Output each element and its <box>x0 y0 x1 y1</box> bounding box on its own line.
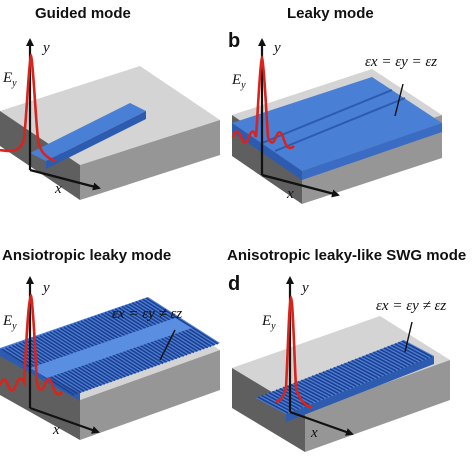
grating-bar <box>365 354 397 372</box>
panel-d-y-label: y <box>300 280 309 296</box>
panel-c-substrate-right <box>80 350 220 440</box>
panel-a-substrate-right <box>80 120 220 200</box>
panel-d-title: Anisotropic leaky-like SWG mode <box>227 247 466 264</box>
grating-bar <box>362 355 393 374</box>
grating-bar <box>286 385 318 403</box>
grating-bar <box>394 343 426 361</box>
panel-b-field-label: Ey <box>231 72 246 91</box>
panel-b-groove-2 <box>274 97 406 152</box>
panel-d-swg-side <box>286 356 434 422</box>
panel-d-substrate-right <box>305 360 450 452</box>
panel-d-field-label: Ey <box>261 313 276 332</box>
panel-c-y-label: y <box>41 280 50 296</box>
grating-bar <box>344 362 375 381</box>
panel-c-field-curve <box>0 293 63 396</box>
grating-bar <box>351 359 382 378</box>
grating-bar <box>340 364 372 382</box>
panel-b-film-right <box>302 123 442 180</box>
grating-bar <box>297 380 328 399</box>
grating-bar <box>369 352 400 371</box>
panel-c-field-label: Ey <box>2 313 17 332</box>
grating-bar <box>333 366 364 385</box>
panel-c-pointer-line <box>159 329 176 361</box>
panel-a: Guided mode y x Ey <box>0 5 220 200</box>
grating-bar <box>145 297 219 345</box>
grating-bar <box>261 394 292 413</box>
grating-bar <box>304 378 336 396</box>
grating-bar <box>380 348 411 367</box>
grating-bar <box>308 376 339 395</box>
panel-b-title: Leaky mode <box>287 5 374 22</box>
panel-d-letter: d <box>228 273 240 295</box>
panel-b-y-label: y <box>272 40 281 56</box>
grating-bar <box>329 368 361 386</box>
grating-bar <box>311 375 343 393</box>
panel-c-core-strip <box>30 318 192 378</box>
panel-a-y-label: y <box>41 40 50 56</box>
panel-b-permittivity-label: εx = εy = εz <box>365 54 437 70</box>
grating-bar <box>293 382 325 400</box>
panel-d-x-label: x <box>310 425 318 441</box>
panel-c-permittivity-label: εx = εy ≠ εz <box>112 306 182 322</box>
grating-bar <box>268 392 300 410</box>
panel-a-waveguide-top <box>30 103 146 161</box>
grating-bar <box>347 361 379 379</box>
grating-bar <box>322 371 354 389</box>
grating-bar <box>358 357 390 375</box>
panel-b-groove-1 <box>261 89 393 144</box>
panel-d-permittivity-label: εx = εy ≠ εz <box>376 298 446 314</box>
panel-d-field-curve <box>275 295 313 410</box>
panel-b-pointer-line <box>394 83 404 117</box>
grating-bar <box>336 365 368 383</box>
panel-b: b Leaky mode y x Ey εx = εy = εz <box>228 5 442 204</box>
panel-a-waveguide-side <box>46 111 146 169</box>
grating-bar <box>318 372 350 390</box>
grating-bar <box>315 373 346 392</box>
grating-bar <box>376 350 408 368</box>
x-axis-arrow-icon <box>289 410 354 436</box>
grating-bar <box>326 369 357 388</box>
panel-d: Anisotropic leaky-like SWG mode d y x Ey… <box>227 247 466 452</box>
panel-a-x-label: x <box>54 181 62 197</box>
panel-c-x-label: x <box>52 422 60 438</box>
grating-bar <box>390 344 422 362</box>
x-axis-arrow-icon <box>29 406 100 434</box>
panel-b-x-label: x <box>286 186 294 202</box>
panel-a-title: Guided mode <box>35 5 131 22</box>
panel-c: Ansiotropic leaky mode y x Ey εx = εy ≠ … <box>0 247 220 440</box>
panel-b-letter: b <box>228 30 240 52</box>
grating-bar <box>372 351 404 369</box>
grating-bar <box>272 390 303 409</box>
x-axis-arrow-icon <box>261 173 340 198</box>
panel-b-field-curve <box>231 55 295 150</box>
x-axis-arrow-icon <box>29 168 101 191</box>
panel-a-field-curve <box>0 53 57 163</box>
grating-bar <box>383 347 415 365</box>
grating-bar <box>387 345 418 364</box>
grating-bar <box>300 379 332 397</box>
panel-d-substrate-left <box>232 368 305 452</box>
grating-bar <box>398 341 429 360</box>
panel-d-pointer-line <box>404 321 413 353</box>
grating-bar <box>354 358 386 376</box>
panel-c-title: Ansiotropic leaky mode <box>2 247 171 264</box>
panel-a-field-label: Ey <box>2 70 17 89</box>
grating-bar <box>257 396 289 414</box>
